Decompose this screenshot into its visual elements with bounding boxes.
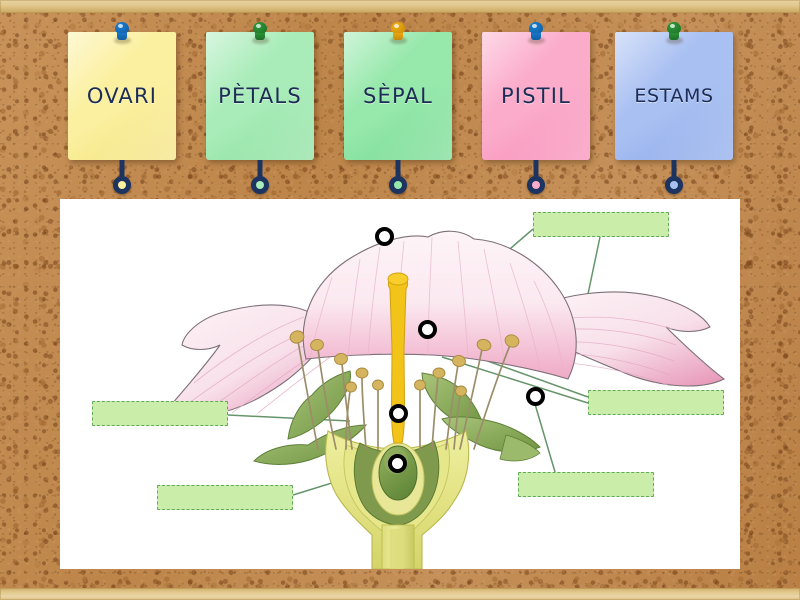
tile-connector [250,160,270,200]
drop-marker-dot[interactable] [418,320,437,339]
answer-tile-sepal[interactable]: SÈPAL [344,22,452,194]
pushpin-icon [390,22,407,44]
sticky-note[interactable]: ESTAMS [615,32,733,160]
flower-diagram-illustration [163,228,726,569]
frame-bottom-edge [0,588,800,600]
tile-connector [664,160,684,200]
pushpin-icon [666,22,683,44]
drop-target-box[interactable] [533,212,669,237]
answer-tile-label: PISTIL [500,84,572,108]
drop-target-box[interactable] [518,472,654,497]
drop-marker-dot[interactable] [388,454,407,473]
tile-connector [112,160,132,200]
diagram-panel [60,199,740,569]
drop-target-box[interactable] [588,390,724,415]
drop-target-box[interactable] [92,401,228,426]
tile-connector [388,160,408,200]
pushpin-icon [528,22,545,44]
drop-marker-dot[interactable] [375,227,394,246]
answer-tile-petals[interactable]: PÈTALS [206,22,314,194]
drop-marker-dot[interactable] [526,387,545,406]
drop-marker-dot[interactable] [389,404,408,423]
sticky-note[interactable]: PISTIL [482,32,590,160]
answer-tile-label: SÈPAL [363,84,433,108]
drop-target-box[interactable] [157,485,293,510]
answer-tile-estams[interactable]: ESTAMS [615,22,733,194]
answer-tile-label: ESTAMS [634,85,714,107]
sticky-note[interactable]: SÈPAL [344,32,452,160]
sticky-note[interactable]: PÈTALS [206,32,314,160]
pushpin-icon [252,22,269,44]
answer-tile-ovari[interactable]: OVARI [68,22,176,194]
tile-connector [526,160,546,200]
answer-tile-pistil[interactable]: PISTIL [482,22,590,194]
answer-tile-label: PÈTALS [218,84,302,108]
frame-top-edge [0,0,800,13]
sticky-note[interactable]: OVARI [68,32,176,160]
pushpin-icon [114,22,131,44]
answer-tiles-row: OVARI PÈTALS [0,0,800,200]
answer-tile-label: OVARI [86,84,158,108]
